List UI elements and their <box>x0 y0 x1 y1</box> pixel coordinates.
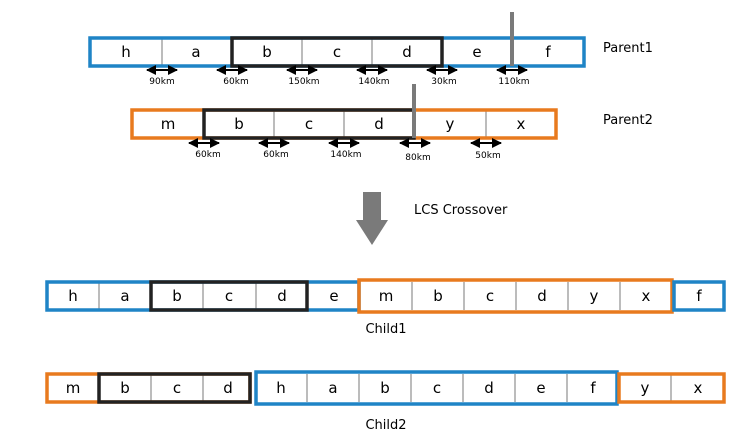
child1-common-block <box>149 280 309 312</box>
child2-common-block <box>97 372 252 404</box>
cell: f <box>590 379 596 397</box>
distance-label: 80km <box>405 153 430 163</box>
cell: c <box>225 287 233 305</box>
parent2-distances: 60km 60km 140km 80km 50km <box>188 138 502 163</box>
cell: d <box>223 379 233 397</box>
child1-label: Child1 <box>365 322 406 337</box>
cell: c <box>333 43 341 61</box>
cell: b <box>262 43 272 61</box>
parent2-chromosome: m b c d y x <box>130 84 558 140</box>
cell: c <box>433 379 441 397</box>
child2-blue-segment <box>254 370 619 406</box>
down-arrow-icon <box>356 192 388 245</box>
child1-tail-segment <box>672 280 726 312</box>
cell: c <box>173 379 181 397</box>
cell: c <box>305 115 313 133</box>
cell: m <box>379 287 394 305</box>
cell: d <box>277 287 287 305</box>
cell: m <box>66 379 81 397</box>
child1-orange-segment <box>357 278 674 314</box>
cell: y <box>641 379 650 397</box>
distance-label: 90km <box>149 77 174 87</box>
cell: b <box>380 379 390 397</box>
cell: a <box>120 287 129 305</box>
parent2-label: Parent2 <box>603 113 653 128</box>
cell: b <box>433 287 443 305</box>
child2-label: Child2 <box>365 418 406 433</box>
cell: d <box>484 379 494 397</box>
distance-label: 60km <box>195 150 220 160</box>
cell: b <box>172 287 182 305</box>
cell: e <box>329 287 338 305</box>
cell: a <box>191 43 200 61</box>
distance-label: 60km <box>263 150 288 160</box>
cell: d <box>402 43 412 61</box>
distance-label: 50km <box>475 151 500 161</box>
cell: d <box>537 287 547 305</box>
child2-tail-segment <box>617 372 726 404</box>
parent1-chromosome: h a b c d e f <box>88 12 586 68</box>
cell: b <box>120 379 130 397</box>
cell: a <box>328 379 337 397</box>
distance-label: 60km <box>223 77 248 87</box>
cell: f <box>696 287 702 305</box>
cell: b <box>234 115 244 133</box>
distance-label: 140km <box>330 150 361 160</box>
distance-label: 110km <box>498 77 529 87</box>
child1-chromosome: h a b c d e m b c d y x f <box>45 278 726 314</box>
parent1-label: Parent1 <box>603 41 653 56</box>
cell: y <box>446 115 455 133</box>
distance-label: 140km <box>358 77 389 87</box>
cell: m <box>161 115 176 133</box>
cell: x <box>694 379 703 397</box>
parent1-common-block <box>230 36 444 68</box>
cell: h <box>68 287 78 305</box>
cell: d <box>374 115 384 133</box>
cell: y <box>590 287 599 305</box>
cell: e <box>536 379 545 397</box>
cell: e <box>472 43 481 61</box>
cell: x <box>517 115 526 133</box>
cell: h <box>276 379 286 397</box>
distance-label: 30km <box>431 77 456 87</box>
distance-label: 150km <box>288 77 319 87</box>
cell: f <box>545 43 551 61</box>
parent1-distances: 90km 60km 150km 140km 30km 110km <box>146 65 530 87</box>
child2-chromosome: m b c d h a b c d e f y x <box>45 370 726 406</box>
cell: x <box>642 287 651 305</box>
cell: h <box>121 43 131 61</box>
crossover-label: LCS Crossover <box>414 203 508 218</box>
cell: c <box>486 287 494 305</box>
